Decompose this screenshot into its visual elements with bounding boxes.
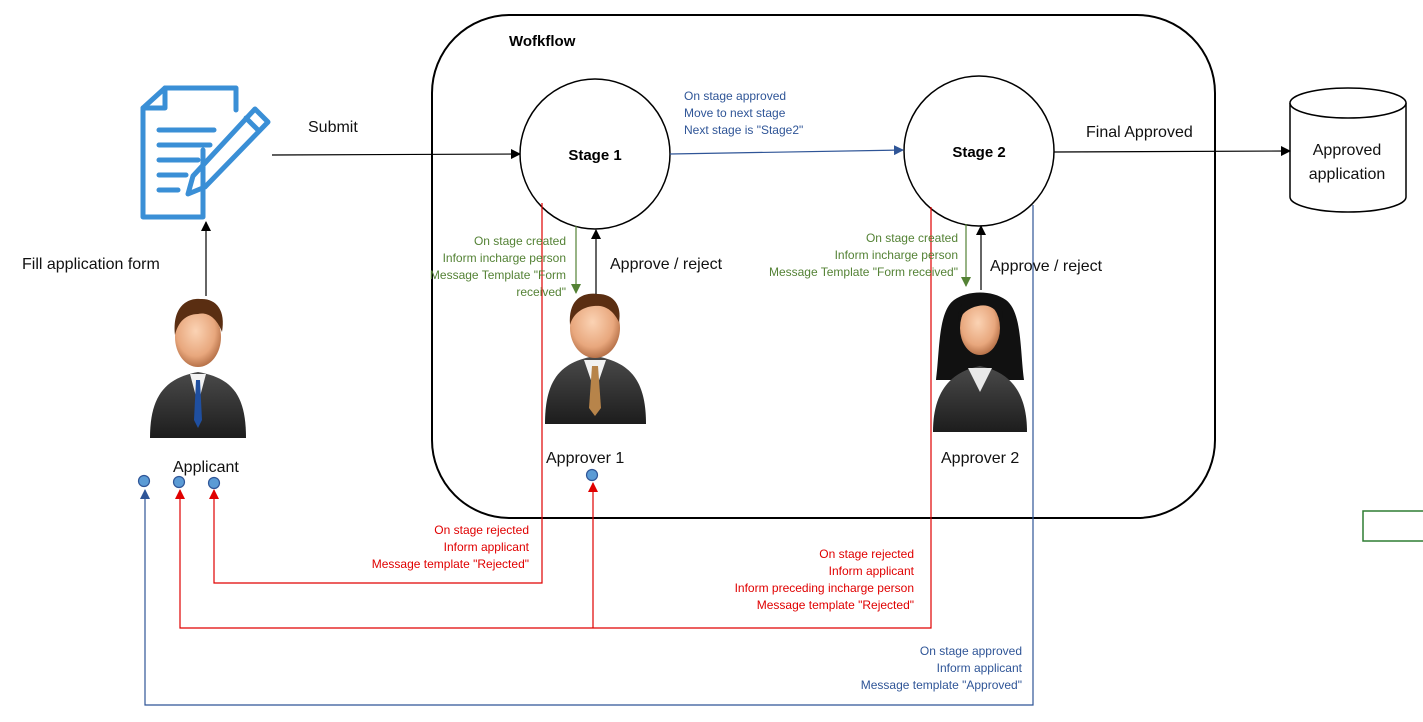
note-stage2-rejected: On stage rejected Inform applicant Infor… bbox=[735, 547, 915, 612]
svg-text:On stage created: On stage created bbox=[474, 234, 566, 248]
svg-text:Message template "Approved": Message template "Approved" bbox=[861, 678, 1022, 692]
note-stage2-approved: On stage approved Inform applicant Messa… bbox=[861, 644, 1023, 692]
submit-label: Submit bbox=[308, 119, 358, 136]
approver-1-label: Approver 1 bbox=[546, 450, 624, 467]
note-stage2-created: On stage created Inform incharge person … bbox=[769, 231, 958, 279]
svg-text:Message template "Rejected": Message template "Rejected" bbox=[372, 557, 529, 571]
document-edit-icon bbox=[140, 85, 271, 220]
fill-form-label: Fill application form bbox=[22, 256, 160, 273]
approve-reject-1-label: Approve / reject bbox=[610, 256, 723, 273]
svg-text:Next stage is "Stage2": Next stage is "Stage2" bbox=[684, 123, 803, 137]
svg-text:Inform applicant: Inform applicant bbox=[829, 564, 915, 578]
businessman-icon bbox=[150, 298, 246, 438]
note-stage-approved-move: On stage approved Move to next stage Nex… bbox=[684, 89, 803, 137]
svg-text:received": received" bbox=[516, 285, 566, 299]
approved-application-label-line1: Approved bbox=[1313, 142, 1382, 159]
connector-stage2-approved bbox=[140, 205, 1034, 706]
notification-dot bbox=[137, 474, 151, 488]
businesswoman-icon bbox=[933, 292, 1027, 432]
svg-text:Message Template "Form: Message Template "Form bbox=[430, 268, 566, 282]
arrow-stage1-to-stage2 bbox=[669, 145, 904, 156]
notification-dot bbox=[207, 476, 221, 490]
svg-text:Message Template "Form receive: Message Template "Form received" bbox=[769, 265, 958, 279]
svg-text:On stage approved: On stage approved bbox=[920, 644, 1022, 658]
svg-text:Message template "Rejected": Message template "Rejected" bbox=[757, 598, 914, 612]
final-approved-label: Final Approved bbox=[1086, 124, 1193, 141]
svg-text:On stage approved: On stage approved bbox=[684, 89, 786, 103]
svg-text:Inform applicant: Inform applicant bbox=[937, 661, 1023, 675]
arrow-submit bbox=[271, 149, 521, 160]
arrow-final-approved bbox=[1053, 146, 1291, 157]
note-stage1-created: On stage created Inform incharge person … bbox=[430, 234, 566, 299]
approved-application-label-line2: application bbox=[1309, 166, 1386, 183]
svg-text:Inform applicant: Inform applicant bbox=[444, 540, 530, 554]
svg-text:On stage created: On stage created bbox=[866, 231, 958, 245]
workflow-container bbox=[431, 14, 1216, 519]
businessman-icon bbox=[545, 293, 646, 424]
connector-stage1-rejected bbox=[209, 203, 543, 584]
approver-2-label: Approver 2 bbox=[941, 450, 1019, 467]
notification-dot bbox=[585, 468, 599, 482]
svg-text:On stage rejected: On stage rejected bbox=[819, 547, 914, 561]
workflow-title: Wofkflow bbox=[509, 33, 576, 50]
applicant-label: Applicant bbox=[173, 459, 239, 476]
svg-text:Inform incharge person: Inform incharge person bbox=[443, 251, 566, 265]
svg-text:Inform preceding incharge pers: Inform preceding incharge person bbox=[735, 581, 914, 595]
database-cylinder-icon bbox=[1289, 87, 1407, 213]
approve-reject-2-label: Approve / reject bbox=[990, 258, 1103, 275]
stage-1-label: Stage 1 bbox=[568, 147, 621, 164]
svg-text:On stage rejected: On stage rejected bbox=[434, 523, 529, 537]
stage-2-label: Stage 2 bbox=[952, 144, 1005, 161]
connector-stage2-rejected bbox=[175, 207, 932, 629]
green-outline-box bbox=[1362, 510, 1423, 542]
svg-text:Inform incharge person: Inform incharge person bbox=[835, 248, 958, 262]
notification-dot bbox=[172, 475, 186, 489]
note-stage1-rejected: On stage rejected Inform applicant Messa… bbox=[372, 523, 530, 571]
svg-text:Move to next stage: Move to next stage bbox=[684, 106, 786, 120]
